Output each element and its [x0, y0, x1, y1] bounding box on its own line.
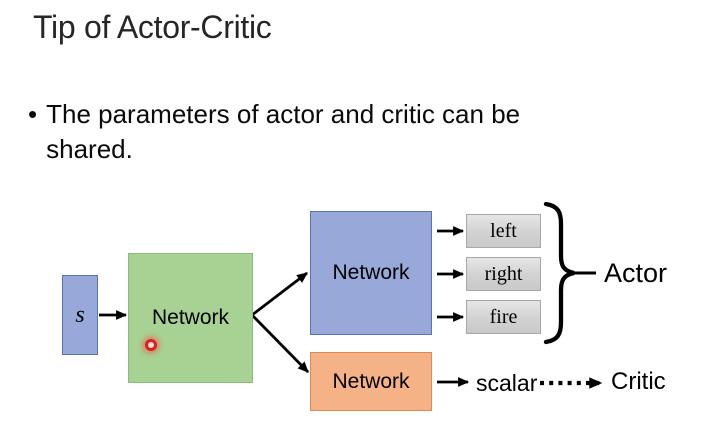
action-box-left: left	[466, 214, 541, 248]
actor-network-label: Network	[332, 261, 410, 284]
action-label-right: right	[484, 262, 523, 285]
actor-network-box: Network	[310, 211, 432, 335]
bullet-text-line1: The parameters of actor and critic can b…	[46, 99, 521, 129]
arrow-shared-to-critic-network	[251, 314, 309, 373]
arrow-shared-to-actor-network	[251, 271, 308, 317]
state-input-box: s	[62, 275, 98, 355]
state-input-label: s	[75, 301, 85, 328]
bullet-text: The parameters of actor and critic can b…	[46, 97, 520, 167]
bullet-marker: •	[28, 99, 38, 129]
bullet-item: • The parameters of actor and critic can…	[28, 97, 520, 167]
critic-output-label: scalar	[476, 370, 538, 396]
action-label-fire: fire	[489, 305, 518, 328]
action-box-fire: fire	[466, 300, 541, 334]
action-box-right: right	[466, 257, 541, 291]
critic-group-label: Critic	[611, 368, 666, 395]
shared-network-label: Network	[151, 306, 230, 329]
critic-network-box: Network	[310, 352, 432, 411]
laser-pointer-dot	[145, 339, 157, 351]
action-label-left: left	[490, 219, 517, 242]
critic-network-label: Network	[332, 369, 410, 393]
bullet-text-line2: shared.	[46, 134, 133, 164]
actor-group-brace	[543, 201, 575, 345]
shared-network-box: Network	[128, 253, 253, 383]
actor-group-label: Actor	[604, 258, 668, 288]
slide-title: Tip of Actor-Critic	[33, 9, 272, 45]
